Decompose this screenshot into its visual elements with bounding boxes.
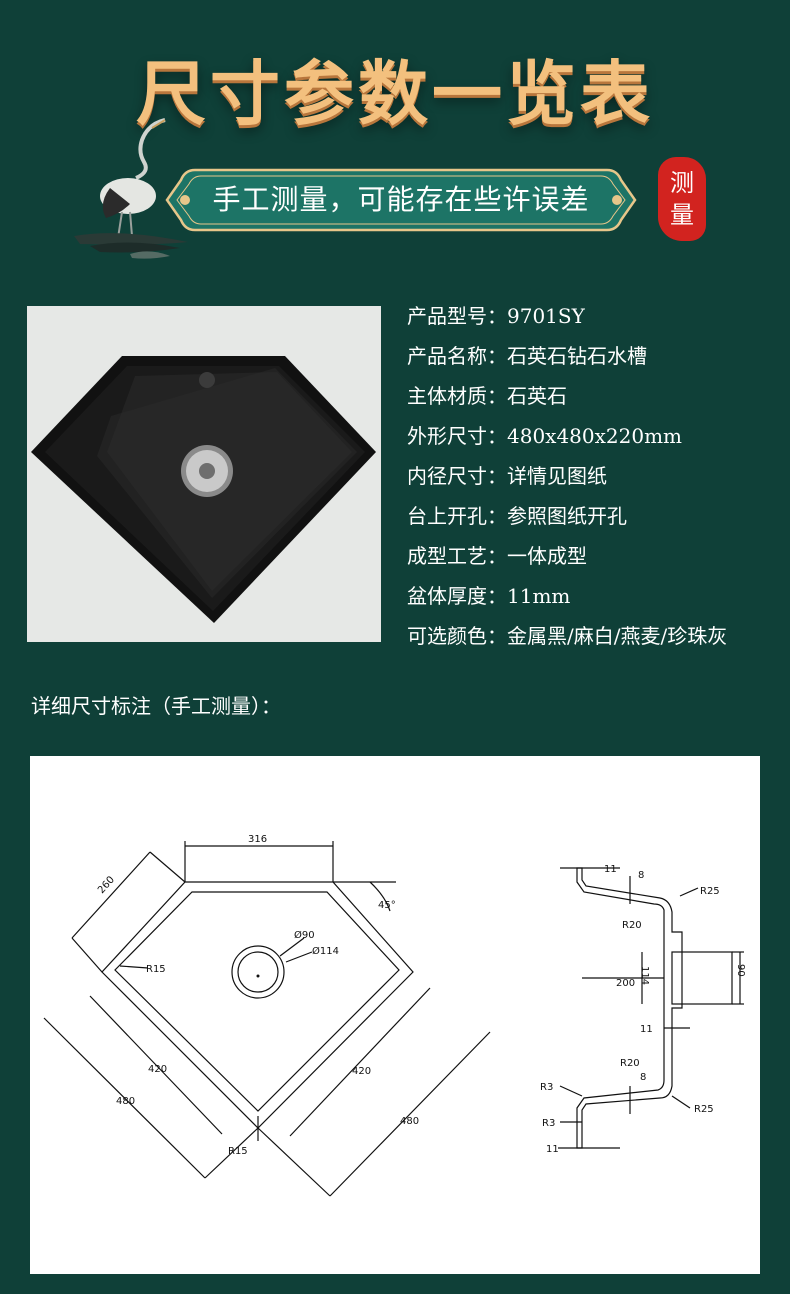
spec-row-colors: 可选颜色：金属黑/麻白/燕麦/珍珠灰 bbox=[407, 624, 728, 648]
dim-top-width: 316 bbox=[248, 834, 267, 845]
spec-row-model: 产品型号：9701SY bbox=[407, 304, 585, 328]
dim-side: 260 bbox=[96, 874, 117, 896]
product-photo bbox=[27, 306, 381, 642]
sec-step-top: 8 bbox=[638, 870, 644, 881]
dim-radius-left: R15 bbox=[146, 964, 166, 975]
spec-row-thickness: 盆体厚度：11mm bbox=[407, 584, 571, 608]
dim-outer-left: 480 bbox=[116, 1096, 135, 1107]
sec-wall: 11 bbox=[640, 1024, 653, 1035]
sec-r-top-inner: R20 bbox=[622, 920, 642, 931]
seal-char-1: 测 bbox=[670, 169, 694, 197]
seal-char-2: 量 bbox=[670, 201, 694, 229]
measure-seal: 测 量 bbox=[658, 157, 706, 241]
spec-row-name: 产品名称：石英石钻石水槽 bbox=[407, 344, 647, 368]
spec-row-inner-size: 内径尺寸：详情见图纸 bbox=[407, 464, 607, 488]
measurement-banner: 手工测量，可能存在些许误差 bbox=[165, 168, 637, 232]
dim-radius-bottom: R15 bbox=[228, 1146, 248, 1157]
spec-list: 产品型号：9701SY 产品名称：石英石钻石水槽 主体材质：石英石 外形尺寸：4… bbox=[407, 300, 787, 660]
spec-row-material: 主体材质：石英石 bbox=[407, 384, 567, 408]
dim-drain-inner: Ø90 bbox=[294, 929, 315, 941]
sec-rim-bottom: 11 bbox=[546, 1144, 559, 1155]
sec-r-bottom-outer: R25 bbox=[694, 1104, 714, 1115]
dim-inner-right: 420 bbox=[352, 1066, 371, 1077]
banner-text: 手工测量，可能存在些许误差 bbox=[212, 183, 590, 216]
dim-inner-left: 420 bbox=[148, 1064, 167, 1075]
page-title: 尺寸参数一览表 bbox=[136, 53, 654, 135]
detail-dimensions-label: 详细尺寸标注（手工测量）： bbox=[31, 694, 281, 718]
sec-r3-b: R3 bbox=[542, 1118, 555, 1129]
sec-r-bottom-inner: R20 bbox=[620, 1058, 640, 1069]
sec-drain-w: 114 bbox=[639, 966, 650, 985]
sec-step-bottom: 8 bbox=[640, 1072, 646, 1083]
banner-frame bbox=[165, 168, 637, 232]
spec-row-cutout: 台上开孔：参照图纸开孔 bbox=[407, 504, 627, 528]
sec-r3-a: R3 bbox=[540, 1082, 553, 1093]
sec-depth: 200 bbox=[616, 978, 635, 989]
sec-rim-top: 11 bbox=[604, 864, 617, 875]
spec-row-process: 成型工艺：一体成型 bbox=[407, 544, 587, 568]
sec-r-top-outer: R25 bbox=[700, 886, 720, 897]
dimension-drawing: 316 260 45° Ø90 Ø114 R15 R15 420 420 480… bbox=[30, 756, 760, 1274]
spec-row-outer-size: 外形尺寸：480x480x220mm bbox=[407, 424, 683, 448]
dim-outer-right: 480 bbox=[400, 1116, 419, 1127]
crane-illustration bbox=[74, 118, 188, 259]
sec-drain-h: 90 bbox=[735, 964, 746, 977]
dim-angle: 45° bbox=[378, 900, 396, 911]
dim-drain-outer: Ø114 bbox=[312, 945, 339, 957]
